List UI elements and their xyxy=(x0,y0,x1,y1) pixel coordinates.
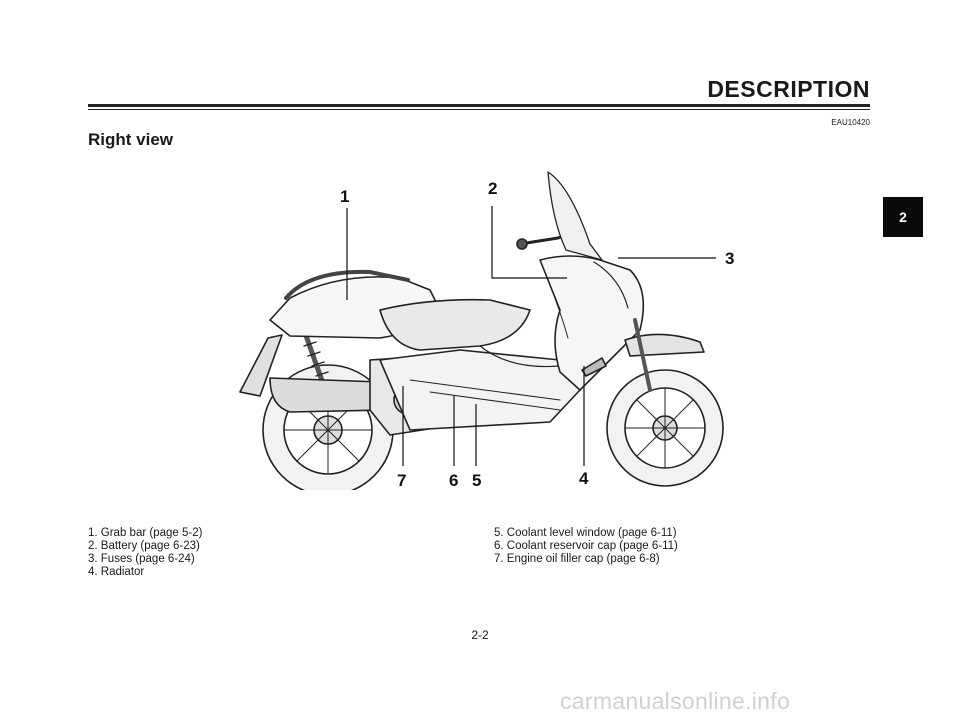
page-header-title: DESCRIPTION xyxy=(707,76,870,102)
section-title: Right view xyxy=(88,130,174,149)
callout-4: 4 xyxy=(579,469,589,488)
legend-item: 5. Coolant level window (page 6-11) xyxy=(494,527,677,539)
legend-item: 2. Battery (page 6-23) xyxy=(88,540,200,552)
chapter-tab[interactable]: 2 xyxy=(883,197,923,237)
callout-2: 2 xyxy=(488,179,497,198)
document-code: EAU10420 xyxy=(831,118,870,127)
legend-item: 6. Coolant reservoir cap (page 6-11) xyxy=(494,540,678,552)
header-rule-thick xyxy=(88,104,870,107)
front-wheel xyxy=(606,369,724,487)
callout-6: 6 xyxy=(449,471,458,490)
scooter-illustration: 1 2 3 4 5 6 7 xyxy=(239,171,734,490)
header-rule-thin xyxy=(88,109,870,110)
legend-item: 3. Fuses (page 6-24) xyxy=(88,553,195,565)
legend-right: 5. Coolant level window (page 6-11) 6. C… xyxy=(494,527,678,566)
callout-3: 3 xyxy=(725,249,734,268)
callout-5: 5 xyxy=(472,471,481,490)
callout-7: 7 xyxy=(397,471,406,490)
watermark: carmanualsonline.info xyxy=(560,688,791,714)
legend-item: 1. Grab bar (page 5-2) xyxy=(88,527,203,539)
legend-left: 1. Grab bar (page 5-2) 2. Battery (page … xyxy=(88,527,202,579)
page-number: 2-2 xyxy=(471,628,489,642)
legend-item: 7. Engine oil filler cap (page 6-8) xyxy=(494,553,660,565)
legend-item: 4. Radiator xyxy=(88,566,145,578)
callout-1: 1 xyxy=(340,187,349,206)
